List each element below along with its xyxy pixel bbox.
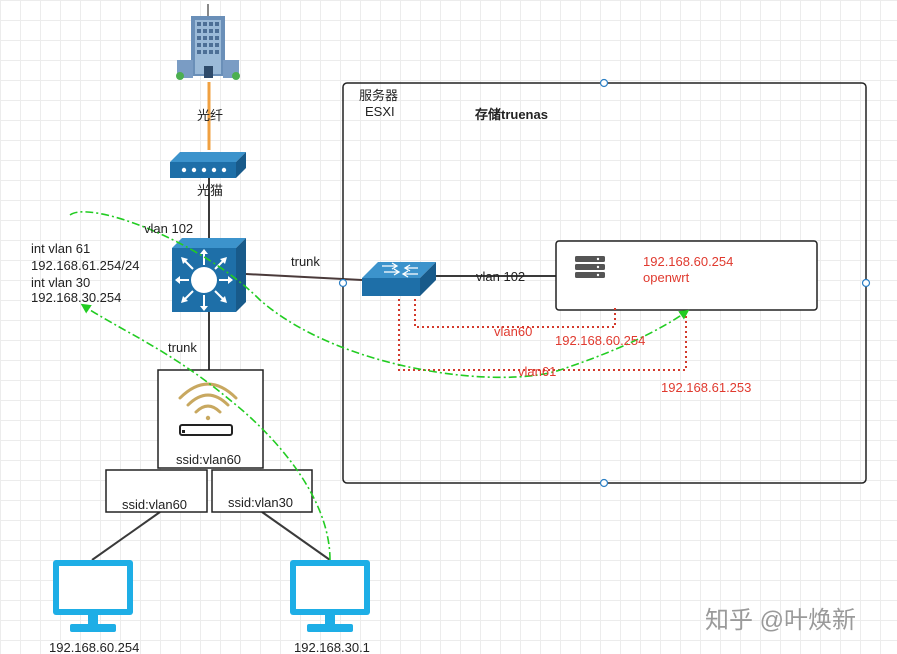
- config-line-1: int vlan 61: [31, 241, 90, 256]
- ssid-left-label: ssid:vlan60: [122, 497, 187, 512]
- fiber-label: 光纤: [197, 108, 223, 123]
- ap-ssid-label: ssid:vlan60: [176, 452, 241, 467]
- config-line-4: 192.168.30.254: [31, 290, 121, 305]
- wifi-icon: [178, 382, 238, 421]
- resize-handle-right[interactable]: [861, 278, 871, 288]
- openwrt-name: openwrt: [643, 270, 690, 285]
- vlan60-label: vlan60: [494, 324, 532, 339]
- server-subtitle: ESXI: [365, 104, 395, 119]
- ssid-vlan30-box[interactable]: [211, 469, 313, 513]
- vlan61-ip: 192.168.61.253: [661, 380, 751, 395]
- server-rack-icon: [575, 256, 605, 278]
- modem-icon: [170, 152, 246, 178]
- ssid-left-to-pc-link: [91, 511, 161, 561]
- core-switch-icon[interactable]: [172, 238, 246, 312]
- vlan61-label: vlan61: [518, 364, 556, 379]
- resize-handle-top[interactable]: [599, 78, 609, 88]
- openwrt-ip: 192.168.60.254: [643, 254, 733, 269]
- server-title: 服务器: [359, 88, 398, 103]
- pc-left-ip: 192.168.60.254: [49, 640, 139, 654]
- resize-handle-bottom[interactable]: [599, 478, 609, 488]
- ssid-vlan60-box[interactable]: [105, 469, 208, 513]
- access-point-device-icon: [179, 424, 233, 436]
- modem-label: 光猫: [197, 183, 223, 198]
- vlan60-ip: 192.168.60.254: [555, 333, 645, 348]
- vlan102-link-label: vlan 102: [476, 269, 525, 284]
- vlan102-label: vlan 102: [144, 221, 193, 236]
- virtual-switch-icon[interactable]: [362, 262, 436, 296]
- watermark: 知乎 @叶焕新: [705, 607, 856, 634]
- vlan60-dotted-link: [414, 294, 616, 328]
- monitor-right-icon: [290, 560, 370, 632]
- monitor-left-icon: [53, 560, 133, 632]
- ssid-right-label: ssid:vlan30: [228, 495, 293, 510]
- ssid-right-to-pc-link: [261, 511, 331, 561]
- vlan61-dotted-link: [398, 294, 687, 371]
- config-line-3: int vlan 30: [31, 275, 90, 290]
- trunk-down-label: trunk: [168, 340, 197, 355]
- pc-right-ip: 192.168.30.1: [294, 640, 370, 654]
- building-icon: [176, 4, 240, 80]
- access-point-box[interactable]: [157, 369, 264, 469]
- flow-arrow-to-core-switch: [80, 303, 331, 561]
- config-line-2: 192.168.61.254/24: [31, 258, 139, 273]
- resize-handle-left[interactable]: [338, 278, 348, 288]
- trunk-to-server-link: [245, 273, 363, 281]
- flow-arrow-to-openwrt: [69, 211, 690, 379]
- trunk-right-label: trunk: [291, 254, 320, 269]
- storage-label: 存储truenas: [475, 107, 548, 122]
